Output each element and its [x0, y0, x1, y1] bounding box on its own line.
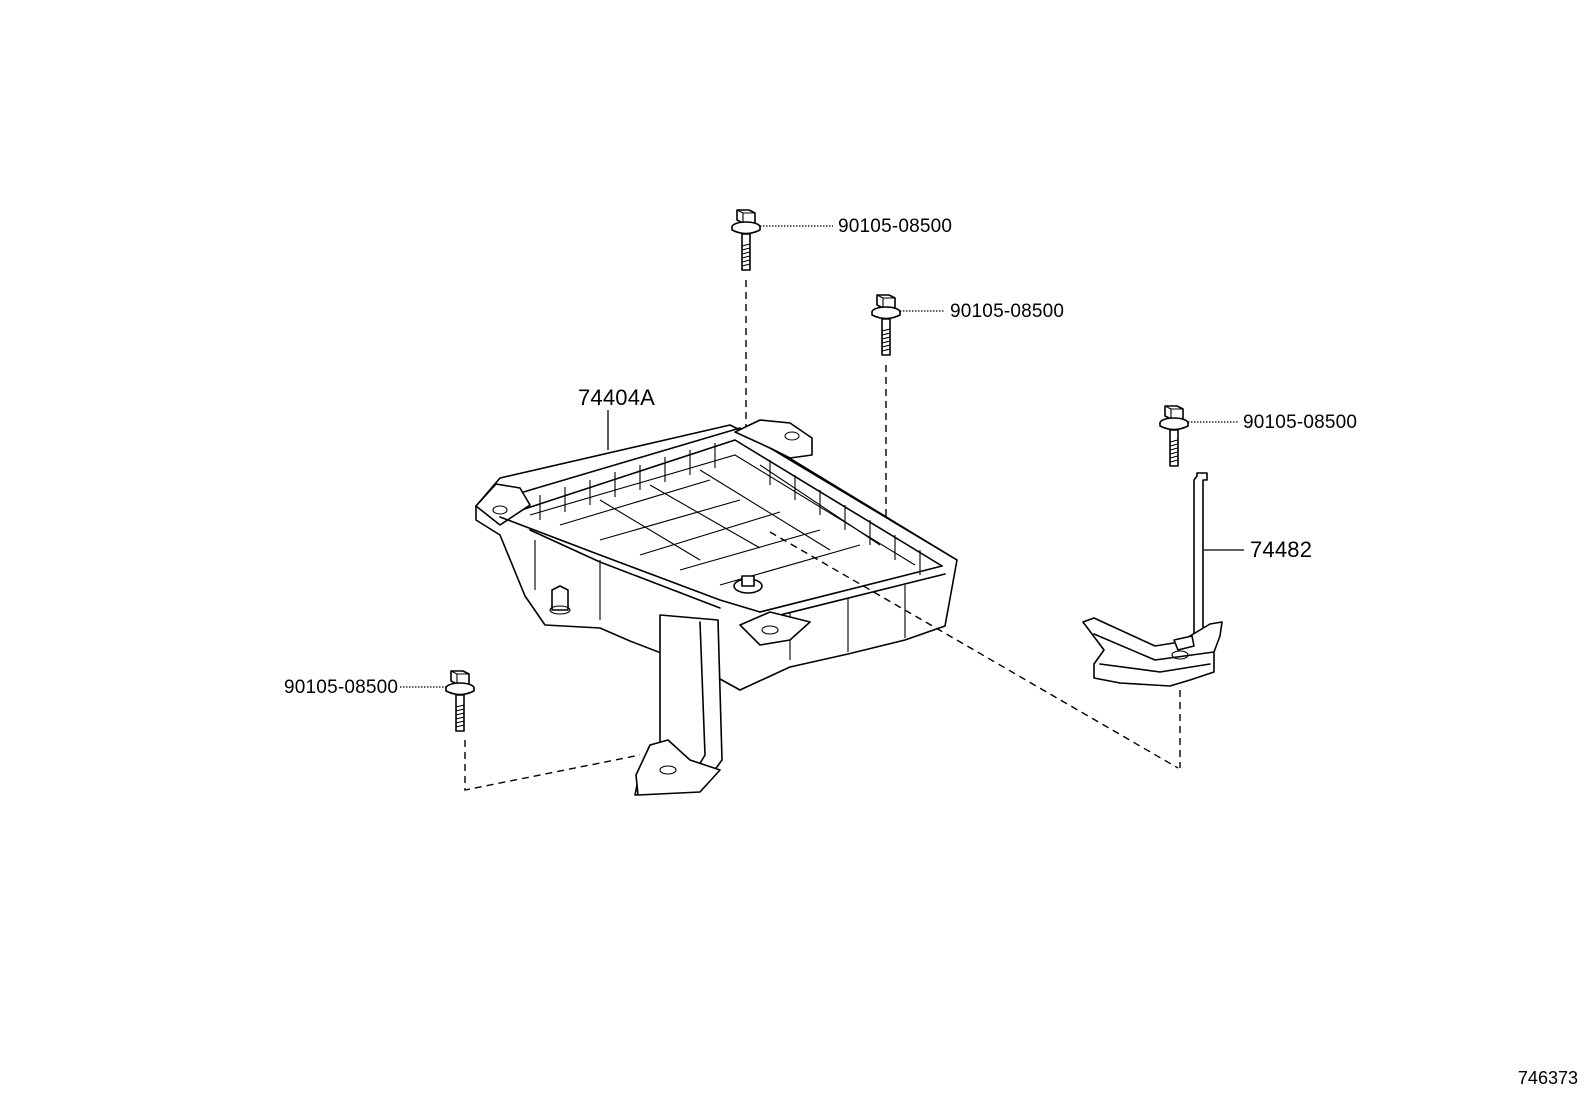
dash-bolt-left [464, 740, 641, 791]
bolt-left-icon [445, 670, 475, 732]
battery-clamp-icon [1082, 472, 1223, 687]
label-bolt-right: 90105-08500 [1243, 412, 1357, 433]
bolt-right-icon [1159, 405, 1189, 467]
figure-id: 746373 [1517, 1068, 1578, 1088]
bolt-top-icon [731, 209, 761, 271]
label-bolt-middle: 90105-08500 [950, 301, 1064, 322]
battery-tray-icon [475, 419, 958, 796]
label-clamp: 74482 [1250, 537, 1312, 562]
dash-tray-to-clamp [769, 531, 1179, 769]
label-bolt-left: 90105-08500 [284, 677, 398, 698]
bolt-middle-icon [871, 294, 901, 356]
label-tray: 74404A [578, 385, 655, 410]
label-bolt-top: 90105-08500 [838, 216, 952, 237]
